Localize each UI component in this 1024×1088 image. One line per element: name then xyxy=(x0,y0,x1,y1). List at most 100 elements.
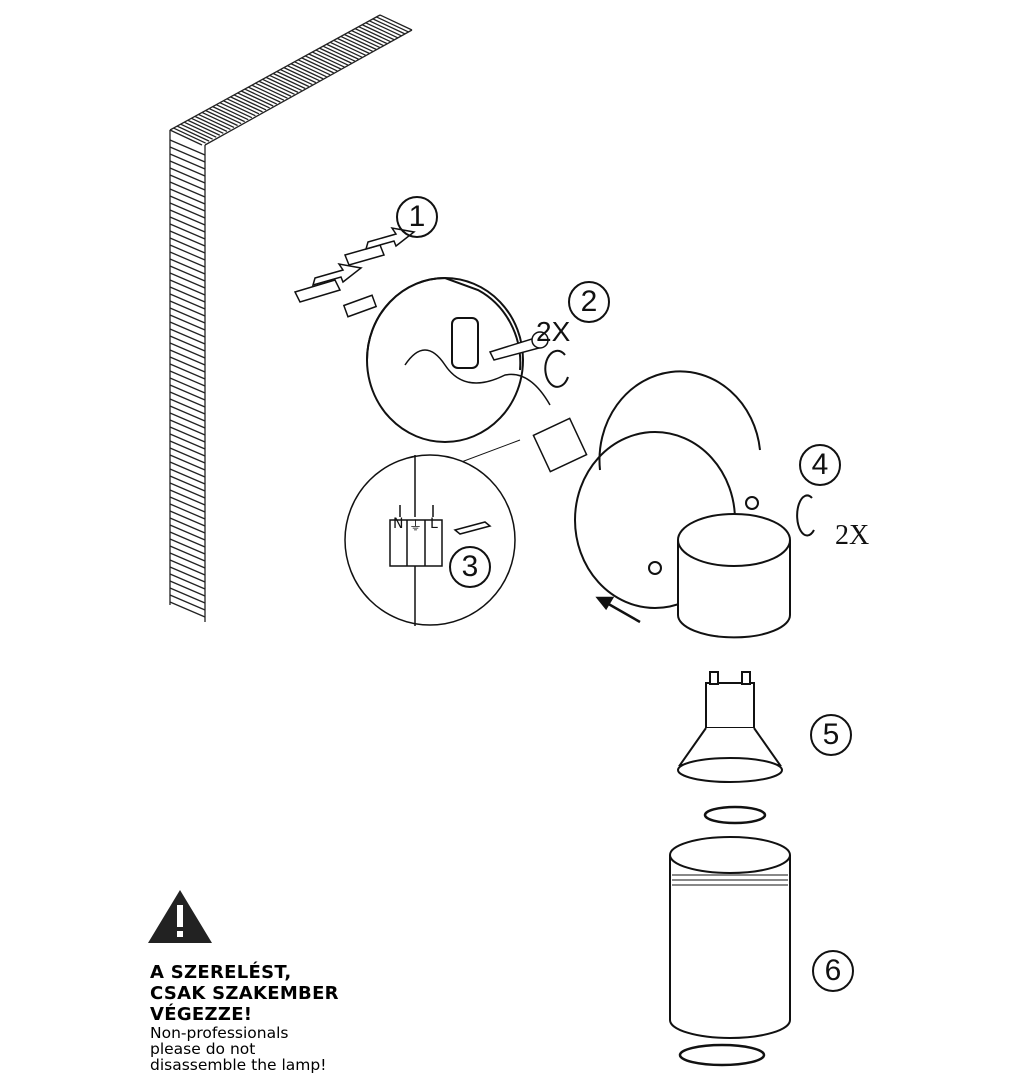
wall-hatch-line xyxy=(180,123,213,140)
wall-hatch-line xyxy=(169,216,206,233)
wall-hatch-line xyxy=(169,419,206,436)
step-6-label: 6 xyxy=(812,950,854,992)
wall-hatch-line xyxy=(169,566,206,583)
detail-circle xyxy=(344,454,516,626)
wall-hatch-line xyxy=(322,45,356,62)
wall-hatch-line xyxy=(169,573,206,590)
wall-hatch-line xyxy=(244,88,278,105)
wall-hatch-line xyxy=(255,82,288,99)
wall-hatch-line xyxy=(230,96,263,113)
wall-hatch-line xyxy=(376,16,409,33)
wall-hatch-line xyxy=(169,377,206,394)
wall-hatch-line xyxy=(169,195,206,212)
wall-hatch-line xyxy=(226,98,260,115)
wall-hatch-line xyxy=(269,74,302,92)
wall-hatch-line xyxy=(169,335,206,352)
step-2-label: 2 xyxy=(568,281,610,323)
wall-hatch-line xyxy=(283,67,317,84)
wall-hatch-line xyxy=(169,503,206,520)
wall-hatch-line xyxy=(169,202,206,219)
wall-hatch-line xyxy=(212,106,245,123)
wall-hatch-line xyxy=(169,167,206,184)
wall-hatch-line xyxy=(169,475,206,492)
wall-hatch-line xyxy=(169,160,206,177)
wall-hatch-line xyxy=(265,76,299,93)
wall-hatch-line xyxy=(240,90,274,107)
wall-hatch-line xyxy=(169,251,206,268)
rotation-arrow-4 xyxy=(796,494,815,537)
wall-hatch-line xyxy=(169,272,206,289)
wall-hatch-line xyxy=(258,80,292,97)
wall-hatch-line xyxy=(169,139,206,156)
wall-hatch-line xyxy=(183,121,217,138)
wall-hatch-line xyxy=(351,30,384,47)
wall-hatch-line xyxy=(169,279,206,296)
wall-hatch-line xyxy=(169,594,206,611)
wall-hatch-line xyxy=(208,107,242,125)
wall-hatch-line xyxy=(358,26,391,43)
wall-hatch-line xyxy=(365,22,399,39)
wall-hatch-line xyxy=(251,84,285,101)
wall-hatch-line xyxy=(169,510,206,527)
wall-hatch-line xyxy=(347,31,381,49)
wall-hatch-line xyxy=(169,244,206,261)
wall-hatch-line xyxy=(354,28,388,45)
wall-hatch-line xyxy=(294,61,327,78)
wall-hatch-line xyxy=(169,258,206,275)
wall-hatch-line xyxy=(169,580,206,597)
wall-hatch-line xyxy=(169,461,206,478)
live-label: L xyxy=(430,516,438,532)
wall-hatch-line xyxy=(169,531,206,548)
wall-hatch-line xyxy=(319,47,352,64)
screw-count: 2X xyxy=(536,316,571,347)
wall-hatch-line xyxy=(333,39,367,56)
wall-hatch-line xyxy=(290,63,324,80)
lamp-body xyxy=(574,370,791,639)
wall-hatch-line xyxy=(337,37,370,54)
wall-hatch-line xyxy=(326,43,359,60)
wall-hatch-line xyxy=(169,524,206,541)
wall-hatch-line xyxy=(205,109,238,127)
wall-hatch-line xyxy=(169,370,206,387)
wall-hatch-line xyxy=(169,447,206,464)
wall-hatch-line xyxy=(223,100,256,117)
wall-hatch-line xyxy=(169,356,206,373)
wall-hatch-line xyxy=(169,405,206,422)
wall-hatch-line xyxy=(272,72,306,90)
wall-hatch-line xyxy=(169,223,206,240)
wall-hatch-line xyxy=(169,552,206,569)
wall-hatch-line xyxy=(169,286,206,303)
wall-hatch-line xyxy=(308,53,342,70)
wall-hatch-line xyxy=(169,237,206,254)
wall-hatch-line xyxy=(169,328,206,345)
wall-hatch-line xyxy=(280,68,313,86)
wall-hatch-line xyxy=(315,49,349,66)
wall-hatch-line xyxy=(169,293,206,310)
wall-hatch-line xyxy=(369,20,402,37)
wall-hatch-line xyxy=(169,489,206,506)
wall-hatch-line xyxy=(169,468,206,485)
wall-hatch-line xyxy=(169,363,206,380)
wall-hatch-line xyxy=(169,391,206,408)
rotation-arrow-6 xyxy=(678,1043,766,1067)
nut-count: 2X xyxy=(835,520,870,551)
lamp-shade xyxy=(669,836,791,1039)
wall-hatch-line xyxy=(173,127,206,144)
step-1-label: 1 xyxy=(396,196,438,238)
wall-hatch-line xyxy=(169,321,206,338)
wall-hatch-line xyxy=(276,70,310,88)
rotation-arrow-5 xyxy=(703,805,767,825)
direction-arrow xyxy=(595,596,641,624)
warning-en-line: please do not xyxy=(150,1040,256,1058)
neutral-label: N xyxy=(393,516,404,532)
wall-hatch-line xyxy=(169,482,206,499)
wall-hatch-line xyxy=(169,181,206,198)
step-3-label: 3 xyxy=(449,546,491,588)
wall-hatch-line xyxy=(169,129,203,146)
rotation-arrow-2 xyxy=(544,349,569,388)
wall-hatch-line xyxy=(169,384,206,401)
warning-en-line: disassemble the lamp! xyxy=(150,1056,327,1074)
wall-plugs xyxy=(293,226,416,303)
warning-hu-line: A SZERELÉST, xyxy=(150,962,292,983)
wall-hatch-line xyxy=(329,41,363,58)
